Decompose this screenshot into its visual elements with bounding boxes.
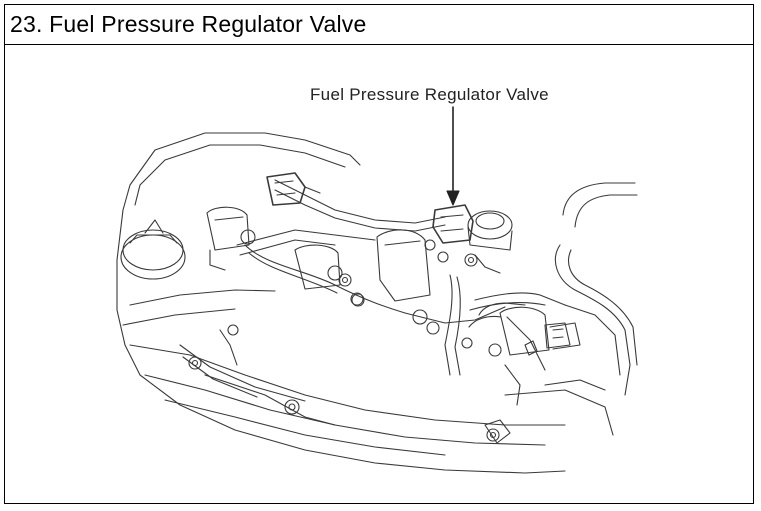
- engine-drawing: [116, 106, 638, 474]
- mounting-bolts: [188, 239, 500, 442]
- figure-title: 23. Fuel Pressure Regulator Valve: [10, 11, 367, 37]
- callout-arrow: [446, 106, 460, 206]
- right-hose: [504, 182, 638, 436]
- figure-header: 23. Fuel Pressure Regulator Valve: [5, 5, 753, 45]
- sensor-housing: [468, 302, 571, 349]
- ignition-coil-2: [294, 244, 365, 307]
- rail-connector: [266, 172, 321, 206]
- lower-bolt-row: [179, 329, 336, 426]
- ignition-coil-4: [488, 306, 581, 357]
- bottom-connectors: [484, 340, 538, 444]
- ignition-coil-1: [206, 206, 256, 271]
- engine-diagram: Fuel Pressure Regulator Valve: [5, 45, 753, 503]
- ignition-coil-3: [376, 229, 440, 335]
- oil-filler-cap: [120, 219, 186, 280]
- fuel-rail: [236, 179, 446, 256]
- fuel-pressure-regulator-valve: [432, 204, 513, 274]
- valve-cover: [116, 132, 566, 474]
- figure-frame: 23. Fuel Pressure Regulator Valve Fuel P…: [4, 4, 754, 504]
- callout-label: Fuel Pressure Regulator Valve: [310, 85, 549, 104]
- wiring-harness: [244, 244, 566, 376]
